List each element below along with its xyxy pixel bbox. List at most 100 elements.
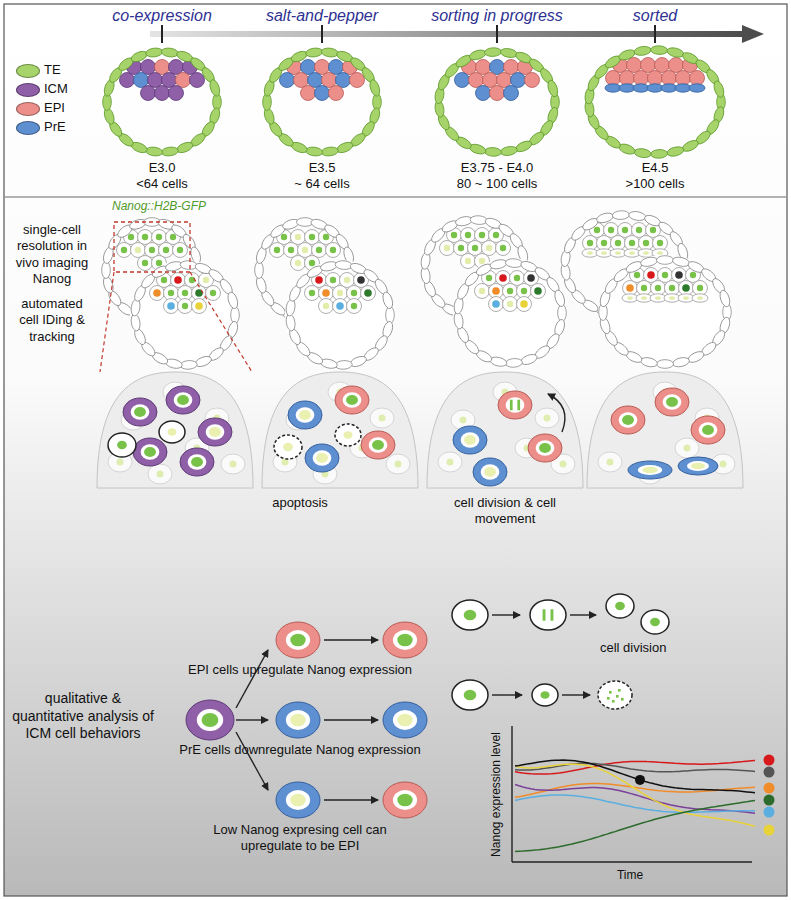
cell-halo [206,424,225,439]
tracking-dot [364,289,372,297]
icm-cell [648,71,663,86]
nanog-nucleus [643,240,649,246]
nucleus [702,425,714,435]
nanog-nucleus [587,240,593,246]
nanog-nucleus [587,251,593,255]
te-cell [208,78,221,97]
te-cell [650,149,667,158]
chromatin [517,400,520,411]
icm-cell [270,243,285,258]
nanog-nucleus [465,232,471,238]
te-cell [628,210,646,221]
nanog-nucleus [142,260,148,266]
te-cell [335,140,354,154]
cell-halo [619,412,638,427]
cell [276,702,320,738]
nanog-nucleus [170,234,176,240]
icm-cell [504,86,519,101]
nanog-nucleus [615,240,621,246]
tracking-dot [195,302,203,310]
chromatin [543,609,546,620]
te-cell [657,256,674,265]
cell [288,401,322,429]
cell [532,684,558,706]
te-cell [130,298,141,316]
cell [678,457,718,475]
nanog-nucleus [641,296,647,300]
nuclear-fragment [618,689,621,692]
cell-halo [536,440,555,455]
icm-cell [329,86,344,101]
te-cell [505,258,523,268]
panel-frame [4,4,787,896]
nuclear-fragment [612,700,615,703]
arrow [324,639,378,640]
nanog-nucleus [627,296,633,300]
nucleus [209,427,221,437]
icm-cell [623,281,638,296]
icm-cell [606,71,621,86]
cell [453,426,487,454]
icm-cell [284,243,299,258]
cell-halo [699,422,718,437]
cell [108,433,136,457]
te-cell [553,289,566,308]
icm-cell [653,236,668,251]
te-cell [321,47,339,58]
icm-cell [490,86,505,101]
cell-halo [141,444,160,459]
nanog-nucleus [608,227,614,233]
legend-text: TE [44,62,61,77]
time-arrowhead [742,25,764,43]
cell-halo [687,461,709,471]
tracking-dot [153,289,161,297]
cell [691,416,725,444]
cell-halo [663,394,682,409]
label: <64 cells [97,176,227,192]
nucleus [346,395,358,405]
nanog-nucleus [507,288,513,294]
icm-cell [134,73,149,88]
icm-cell [489,297,504,312]
nanog-nucleus [629,251,635,255]
te-cell [672,256,690,268]
nanog-nucleus [323,303,329,309]
icm-cell [455,73,470,88]
cell [305,444,339,472]
te-cell [640,356,658,368]
nanog-nucleus [669,285,675,291]
icm-cell [634,71,649,86]
label: sorting in progress [411,6,583,26]
te-cell [634,148,652,159]
label: >100 cells [590,176,720,192]
nucleus [397,794,412,807]
nanog-nucleus [594,227,600,233]
nanog-nucleus [493,232,499,238]
nanog-nucleus [177,247,183,253]
te-cell [305,47,323,58]
icm-cell [173,243,188,258]
label: E3.5 [257,160,387,176]
icm-cell [632,223,647,238]
icm-cell [644,268,659,283]
tracking-dot [527,274,535,282]
arrow [492,614,520,615]
nucleus [691,463,705,469]
label: single-cell resolution in vivo imaging N… [6,222,98,287]
pre-cell [689,84,705,92]
icm-cell [476,86,491,101]
cell [180,448,214,476]
cell [498,391,532,419]
nucleus [372,440,384,450]
icm-cell [693,281,708,296]
nanog-nucleus [465,258,471,264]
nucleus [290,714,305,727]
label: qualitative & quantitative analysis of I… [8,690,158,743]
icm-cell [476,60,491,75]
nanog-nucleus [690,272,696,278]
cell-halo [197,709,223,731]
nanog-nucleus [163,247,169,253]
faint-nucleus [560,461,567,468]
